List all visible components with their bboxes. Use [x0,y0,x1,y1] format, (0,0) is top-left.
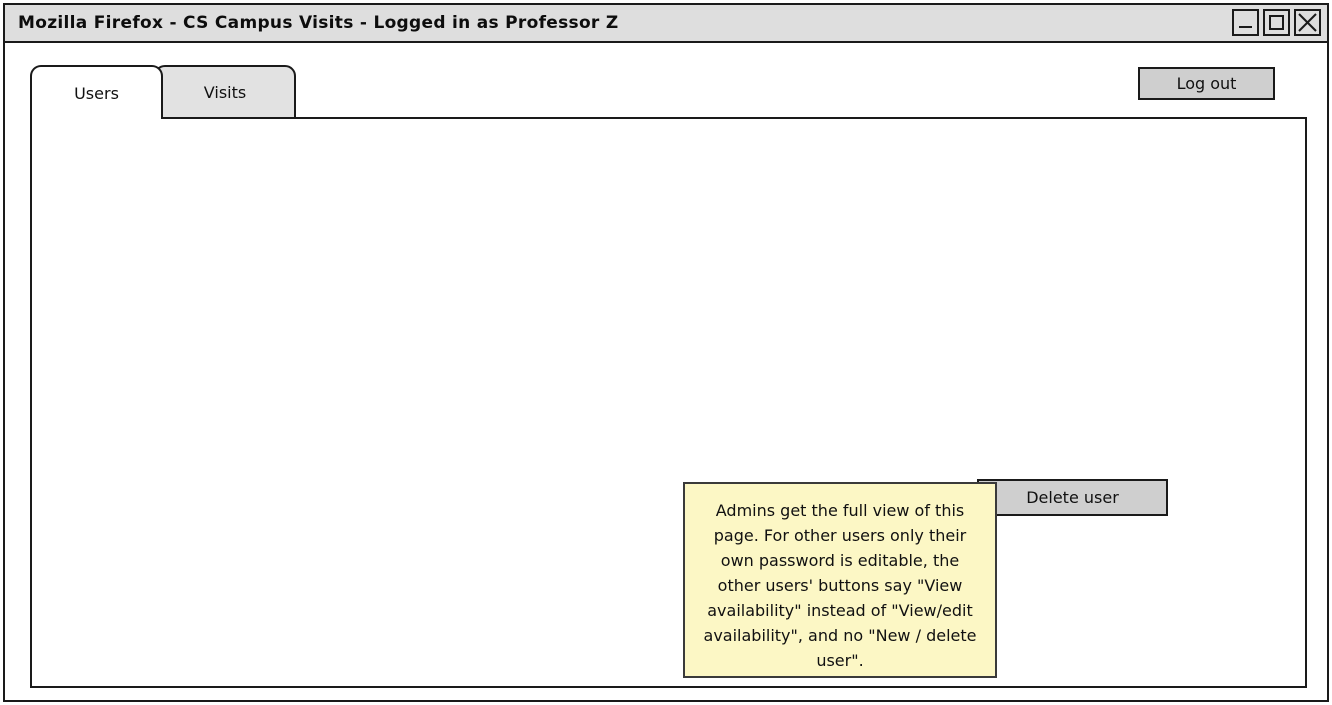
delete-user-label: Delete user [1026,488,1119,507]
window-controls [1232,9,1321,36]
maximize-button[interactable] [1263,9,1290,36]
logout-button[interactable]: Log out [1138,67,1275,100]
title-bar: Mozilla Firefox - CS Campus Visits - Log… [5,5,1327,43]
tab-users-label: Users [74,83,119,103]
application-window: Mozilla Firefox - CS Campus Visits - Log… [3,3,1329,702]
active-tab-merge [32,115,160,121]
logout-label: Log out [1176,74,1237,93]
tab-visits-label: Visits [203,82,247,102]
delete-user-button[interactable]: Delete user [977,479,1168,516]
minimize-button[interactable] [1232,9,1259,36]
annotation-text: Admins get the full view of this page. F… [703,501,977,670]
tab-users[interactable]: Users [30,65,163,119]
tab-visits[interactable]: Visits [154,65,296,119]
users-panel [30,117,1307,688]
window-title: Mozilla Firefox - CS Campus Visits - Log… [18,13,619,33]
close-button[interactable] [1294,9,1321,36]
annotation-sticky-note: Admins get the full view of this page. F… [683,482,997,678]
